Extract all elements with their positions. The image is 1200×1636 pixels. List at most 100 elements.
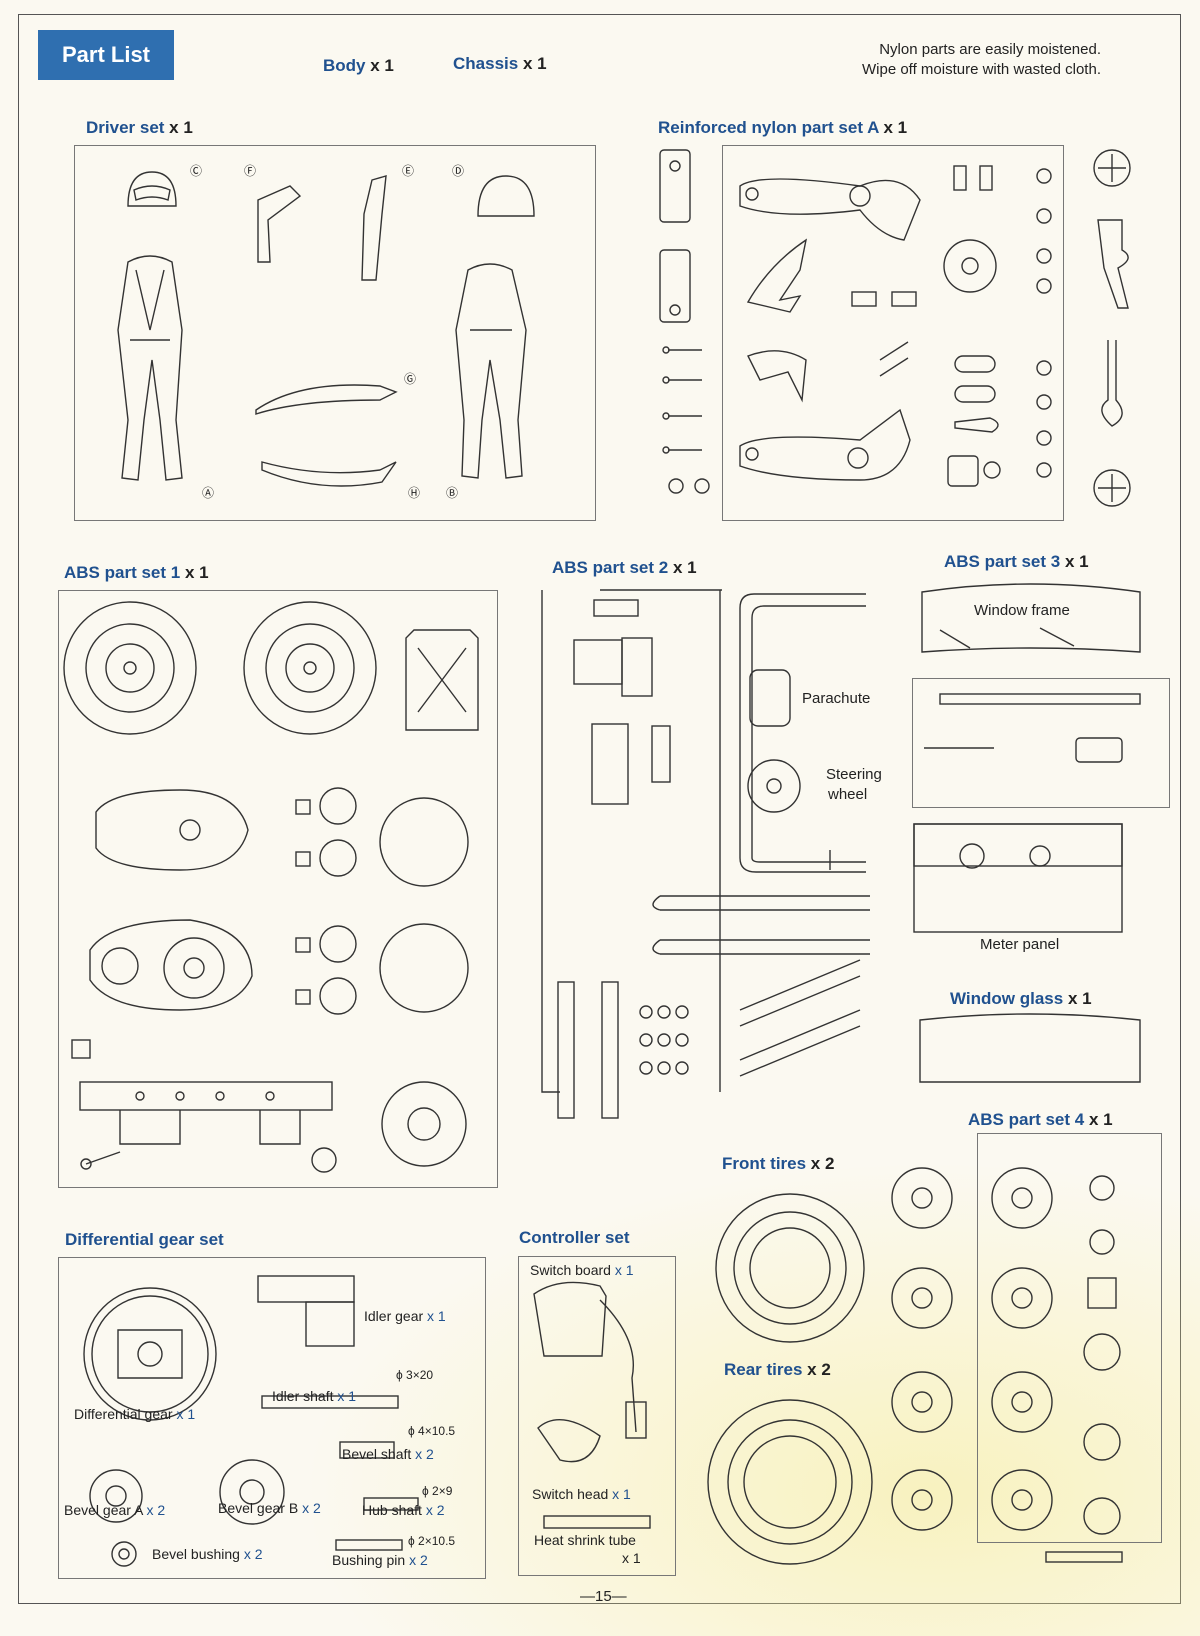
switch-head-qty: x 1 [612, 1486, 631, 1502]
bevel-shaft-dim: ϕ 4×10.5 [408, 1424, 456, 1438]
label-c: Ⓒ [190, 164, 203, 178]
bevel-gear-b-name: Bevel gear B [218, 1500, 299, 1516]
note-line-1: Nylon parts are easily moistened. [879, 41, 1101, 58]
nylon-disc-icon [943, 239, 997, 293]
tire-8-icon [63, 601, 197, 735]
abs4-name: ABS part set 4 [968, 1110, 1085, 1129]
nylon-set-sheet [722, 145, 1064, 521]
rear-tires-heading: Rear tires x 2 [724, 1360, 831, 1380]
diagonal-bars-12-icon [739, 959, 861, 1077]
rear-tire-icon [707, 1399, 873, 1565]
moisture-note: Nylon parts are easily moistened. Wipe o… [862, 40, 1101, 80]
rings-9-10-icon [295, 787, 357, 1015]
vertical-bars-13-icon [557, 981, 619, 1119]
heat-shrink-tube-icon [543, 1515, 651, 1529]
idler-gear-name: Idler gear [364, 1308, 424, 1324]
hub-shaft-icon [363, 1497, 419, 1511]
page-number: —15— [580, 1588, 627, 1605]
abs4-heading: ABS part set 4 x 1 [968, 1110, 1113, 1130]
steering-label-1: Steering [826, 766, 882, 783]
front-tires-name: Front tires [722, 1154, 807, 1173]
bevel-gear-a-icon [89, 1469, 143, 1523]
note-line-2: Wipe off moisture with wasted cloth. [862, 61, 1101, 78]
nylon-right-parts-icon [1093, 149, 1131, 507]
bevel-gear-a-qty: x 2 [146, 1502, 166, 1518]
driver-arm-f-icon [257, 185, 302, 263]
gear-cover-1-icon [95, 789, 249, 871]
hub-shaft-label: Hub shaft x 2 [362, 1502, 445, 1518]
window-glass-heading: Window glass x 1 [950, 989, 1092, 1009]
bevel-bushing-label: Bevel bushing x 2 [152, 1546, 263, 1562]
driver-set-heading: Driver set x 1 [86, 118, 193, 138]
nylon-set-heading: Reinforced nylon part set A x 1 [658, 118, 907, 138]
winch-icon [573, 599, 653, 697]
differential-gear-qty: x 1 [176, 1406, 196, 1422]
differential-gear-name: Differential gear [74, 1406, 173, 1422]
window-glass-name: Window glass [950, 989, 1064, 1008]
rear-tires-qty: x 2 [807, 1360, 831, 1379]
abs4-small-parts-icon [1045, 1175, 1123, 1563]
gear-cover-2-icon [89, 919, 253, 1011]
label-h: Ⓗ [408, 486, 421, 500]
heat-shrink-label: Heat shrink tube [534, 1532, 636, 1548]
bushing-pin-icon [335, 1539, 403, 1551]
driver-body-right-icon [455, 263, 527, 479]
hub-shaft-name: Hub shaft [362, 1502, 422, 1518]
bevel-shaft-name: Bevel shaft [342, 1446, 412, 1462]
abs3-qty: x 1 [1064, 552, 1089, 571]
bevel-bushing-icon [111, 1541, 137, 1567]
chassis-name: Chassis [453, 54, 519, 73]
bevel-bushing-name: Bevel bushing [152, 1546, 240, 1562]
driver-set-sheet [74, 145, 596, 521]
differential-gear-label: Differential gear x 1 [74, 1406, 195, 1422]
idler-shaft-label: Idler shaft x 1 [272, 1388, 356, 1404]
controller-heading: Controller set [519, 1228, 630, 1247]
big-rings-4-icon [379, 797, 469, 1013]
nylon-arm-31-icon [739, 408, 911, 481]
switch-board-icon [533, 1281, 647, 1439]
bevel-bushing-qty: x 2 [243, 1546, 263, 1562]
idler-gear-icon [257, 1275, 355, 1347]
steering-wheel-icon [747, 759, 801, 813]
window-frame-icon [921, 583, 1141, 653]
switch-parts-18-19-icon [591, 723, 671, 805]
small-rings-23-25-icon [639, 1005, 689, 1075]
steering-label-2: wheel [828, 786, 868, 803]
driver-set-qty: x 1 [169, 118, 193, 137]
side-bars-icon [652, 895, 870, 955]
bevel-gear-a-label: Bevel gear A x 2 [64, 1502, 165, 1518]
switch-board-label: Switch board x 1 [530, 1262, 634, 1278]
driver-arm-h-icon [261, 461, 397, 487]
switch-head-icon [537, 1419, 601, 1463]
page-title: Part List [38, 30, 174, 80]
differential-sheet [58, 1257, 486, 1579]
parachute-icon [749, 669, 791, 727]
roll-bar-11-icon [739, 593, 866, 873]
chassis-qty: x 1 [522, 54, 547, 73]
driver-arm-e-icon [361, 175, 387, 281]
nylon-washers-icon [1036, 168, 1052, 478]
idler-shaft-icon [261, 1395, 399, 1409]
label-f: Ⓕ [244, 164, 257, 178]
tire-7-icon [243, 601, 377, 735]
window-frame-label: Window frame [974, 602, 1070, 619]
controller-sheet [518, 1256, 676, 1576]
driver-body-left-icon [117, 255, 183, 481]
bevel-gear-a-name: Bevel gear A [64, 1502, 143, 1518]
body-qty: x 1 [370, 56, 394, 75]
front-tires-qty: x 2 [810, 1154, 835, 1173]
driver-helmet-shell-icon [477, 175, 535, 217]
nylon-arm-32-icon [746, 238, 808, 313]
hub-shaft-qty: x 2 [425, 1502, 445, 1518]
nylon-set-qty: x 1 [883, 118, 908, 137]
abs3-name: ABS part set 3 [944, 552, 1061, 571]
label-d: Ⓓ [452, 164, 465, 178]
label-a: Ⓐ [202, 486, 215, 500]
driver-helmet-icon [127, 171, 177, 207]
abs2-frame-icon [541, 589, 831, 1093]
abs4-sheet [977, 1133, 1162, 1543]
body-label: Body x 1 [323, 56, 394, 76]
idler-gear-qty: x 1 [427, 1308, 446, 1324]
hub-shaft-dim: ϕ 2×9 [422, 1484, 453, 1498]
label-g: Ⓖ [404, 372, 417, 386]
